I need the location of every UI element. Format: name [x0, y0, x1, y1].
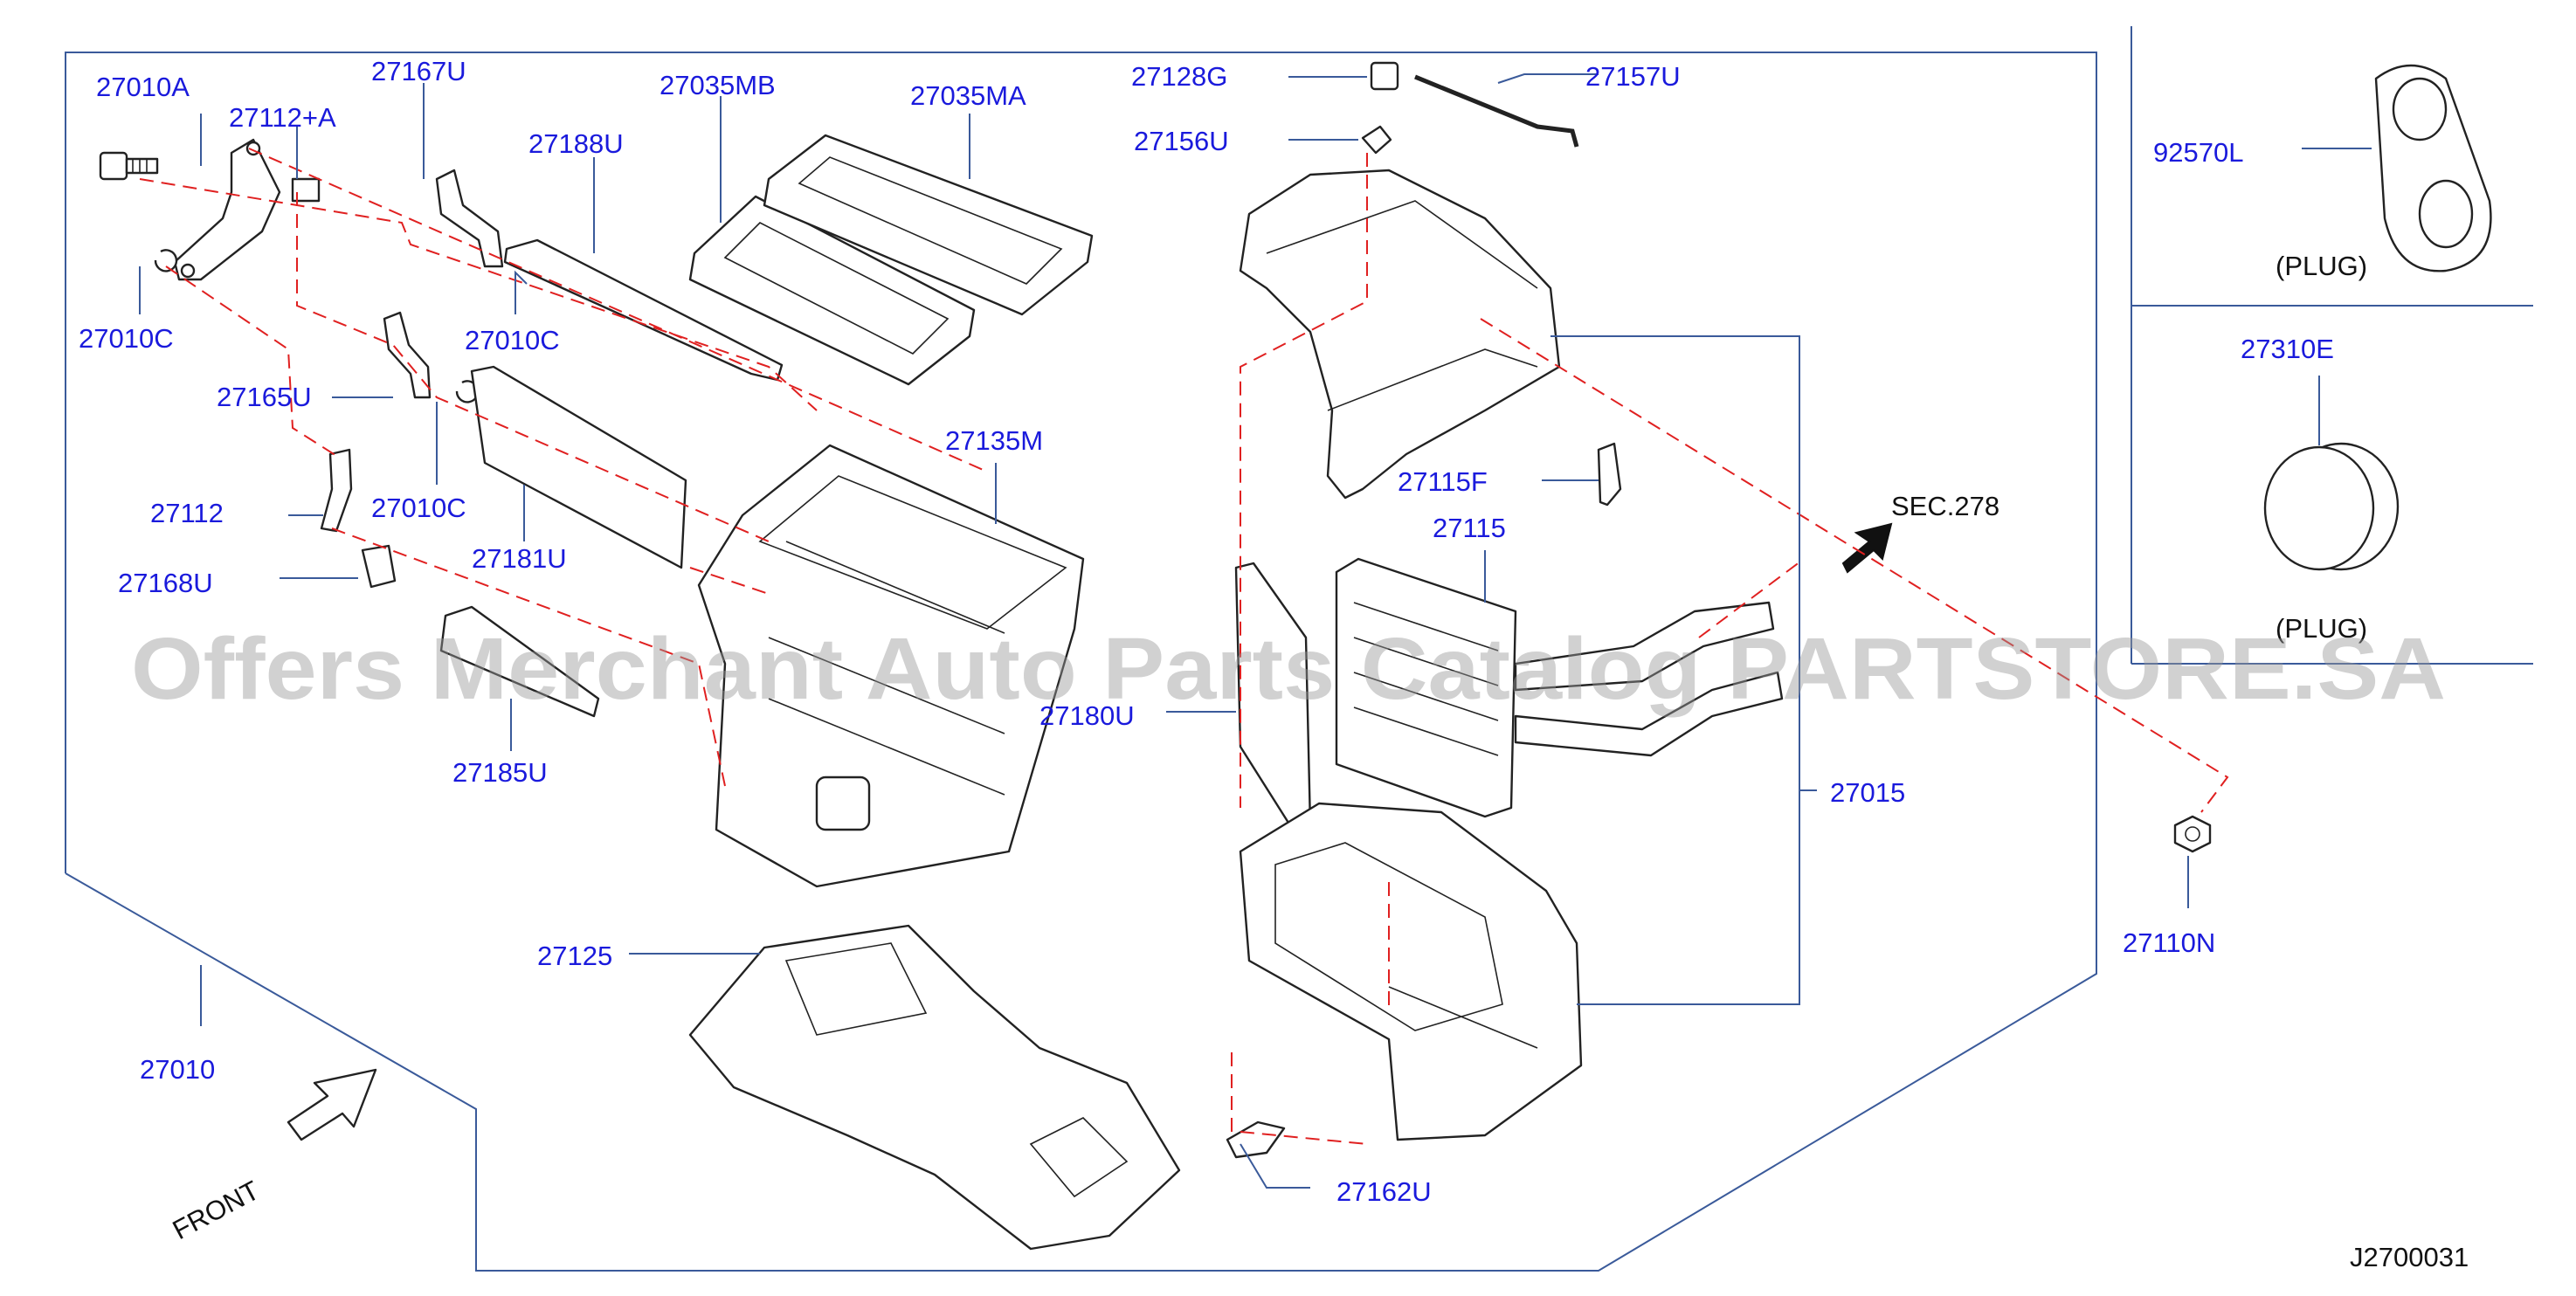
leader-line	[1497, 73, 1599, 84]
rod-27157U	[1414, 74, 1579, 148]
plug-27310E	[2263, 442, 2400, 571]
filter-27185U	[439, 605, 600, 718]
label-27035MB: 27035MB	[660, 70, 776, 100]
nut-27110N	[2173, 815, 2212, 853]
label-27310E: 27310E	[2241, 334, 2334, 364]
bracket-27162U	[1226, 1120, 1286, 1159]
label-27165U: 27165U	[217, 382, 312, 412]
label-27167U: 27167U	[371, 56, 466, 86]
label-27180U: 27180U	[1039, 700, 1135, 731]
assembly-frame	[65, 52, 2097, 1272]
label-92570L: 92570L	[2153, 137, 2243, 168]
label-27181U: 27181U	[472, 543, 567, 574]
label-27162U: 27162U	[1336, 1176, 1432, 1207]
plug-caption: (PLUG)	[2276, 251, 2367, 281]
label-27010C-a: 27010C	[79, 323, 174, 354]
label-27015: 27015	[1830, 777, 1905, 808]
label-27110N: 27110N	[2123, 927, 2215, 958]
label-27010A: 27010A	[96, 72, 190, 102]
front-arrow	[287, 1068, 377, 1141]
guide-line	[248, 148, 988, 472]
label-27115F: 27115F	[1398, 466, 1488, 497]
diagram-code: J2700031	[2350, 1242, 2469, 1272]
front-label: FRONT	[168, 1175, 265, 1245]
label-27010C-c: 27010C	[371, 493, 466, 523]
label-27035MA: 27035MA	[910, 80, 1026, 111]
label-27112A: 27112+A	[229, 102, 336, 133]
guide-line	[1231, 1052, 1368, 1145]
heater-core-27115	[1335, 557, 1784, 818]
lower-case-27015	[1239, 802, 1583, 1141]
clip-27115F	[1597, 442, 1622, 507]
plug-92570L	[2374, 64, 2492, 272]
duct-27125	[688, 924, 1181, 1251]
guide-line	[1480, 318, 2229, 813]
guide-line	[296, 192, 770, 542]
filter-frame-27035MB	[688, 195, 976, 386]
heater-case-27135M	[697, 444, 1085, 888]
bracket-27168U	[361, 544, 397, 589]
guide-line	[139, 178, 818, 411]
screw-27010A	[99, 151, 159, 181]
label-27125: 27125	[537, 941, 612, 971]
upper-case-27015	[1239, 169, 1561, 500]
clip-27010C-a	[154, 249, 178, 272]
filter-27181U	[470, 365, 687, 569]
label-27115: 27115	[1433, 513, 1506, 543]
guide-line	[689, 567, 770, 595]
guide-line	[165, 265, 342, 459]
section-arrow	[1841, 522, 1893, 574]
label-27168U: 27168U	[118, 568, 213, 598]
leader-line	[1550, 335, 1800, 1005]
watermark: Offers Merchant Auto Parts Catalog PARTS…	[131, 620, 2446, 718]
lever-27167U	[435, 169, 504, 268]
lever-27165U	[383, 311, 432, 399]
guide-line	[1698, 558, 1805, 638]
label-27010: 27010	[140, 1054, 215, 1085]
label-27157U: 27157U	[1585, 61, 1681, 92]
filter-frame-27035MA	[763, 134, 1094, 316]
connector-27128G	[1370, 61, 1399, 91]
label-27128G: 27128G	[1131, 61, 1227, 92]
leader-line	[515, 270, 528, 314]
label-27112: 27112	[150, 498, 224, 528]
label-27156U: 27156U	[1134, 126, 1229, 156]
leader-line	[1240, 1143, 1310, 1189]
label-27010C-b: 27010C	[465, 325, 560, 355]
label-27135M: 27135M	[945, 425, 1043, 456]
label-27185U: 27185U	[452, 757, 548, 788]
link-27112A	[173, 138, 321, 281]
plug-caption: (PLUG)	[2276, 613, 2367, 644]
guide-line	[1240, 153, 1368, 808]
clip-27156U	[1361, 125, 1392, 155]
section-reference: SEC.278	[1891, 491, 1999, 521]
label-27188U: 27188U	[528, 128, 624, 159]
link-27112	[320, 448, 353, 533]
